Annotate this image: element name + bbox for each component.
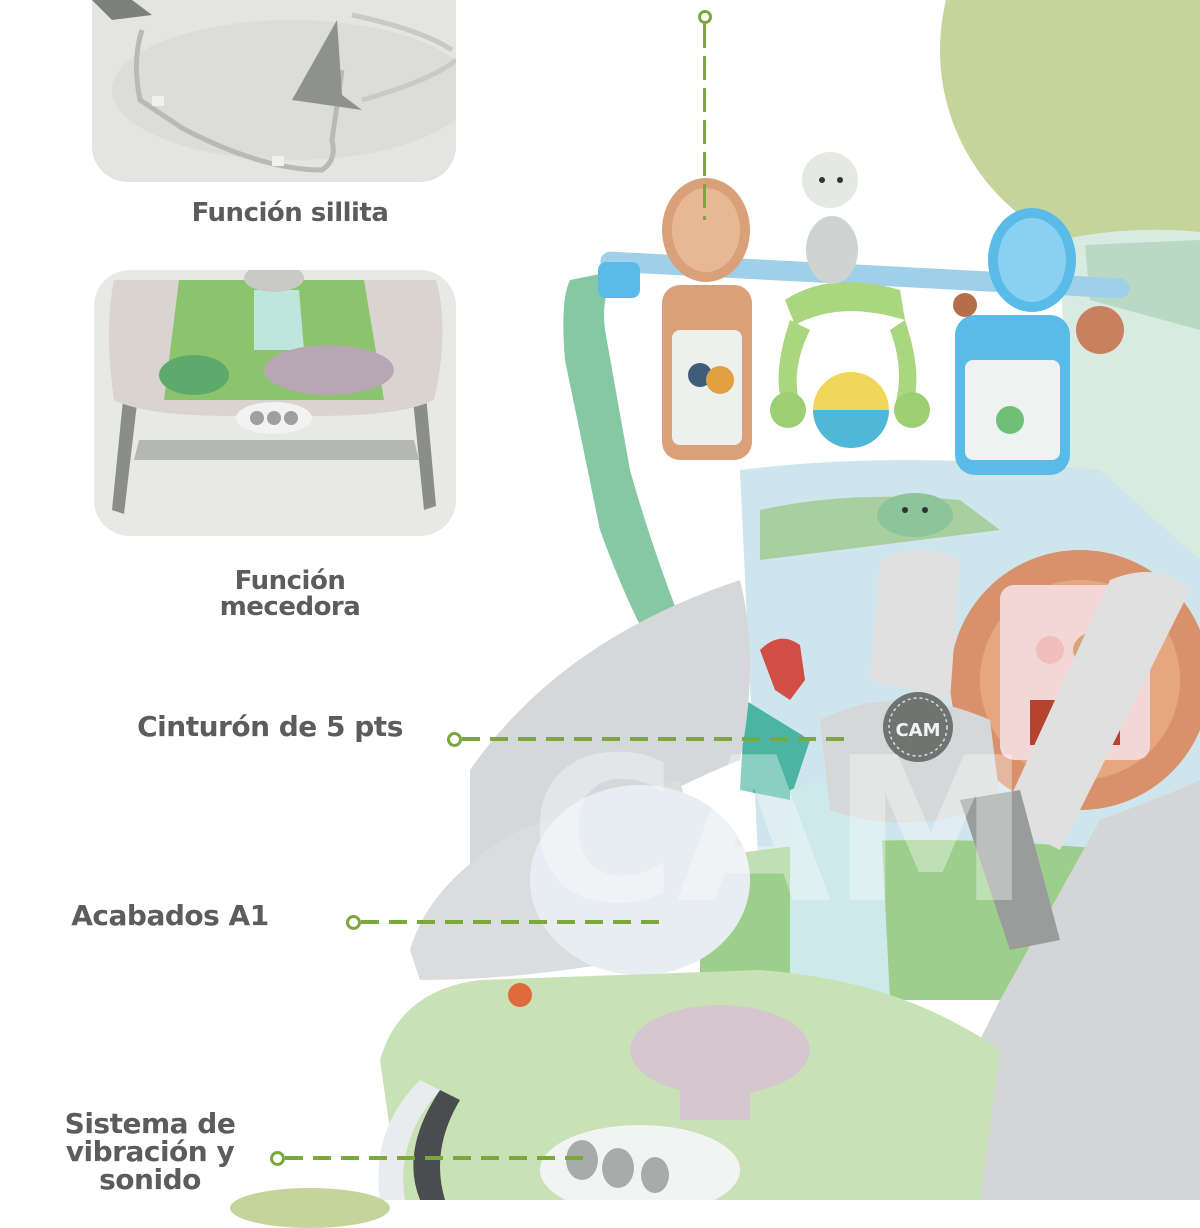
rocker-frame-sillita-illustration	[92, 0, 456, 182]
decorative-green-arc	[230, 1188, 390, 1228]
vibracion-callout-line	[270, 1151, 590, 1166]
callout-dashed-line	[361, 920, 668, 924]
thumbnail-sillita-image	[92, 0, 456, 182]
mecedora-caption-line-2: mecedora	[219, 592, 361, 622]
callout-dashed-line	[462, 737, 847, 741]
brand-badge-text: CAM	[895, 720, 940, 741]
feature-label-acabados: Acabados A1	[71, 899, 269, 932]
watermark-text: CAM	[530, 715, 1031, 948]
feature-label-vibracion: Sistema de vibración y sonido	[50, 1110, 250, 1194]
cinturon-callout-line	[447, 732, 847, 747]
baby-rocker-product-image: CAM CAM	[378, 152, 1200, 1200]
callout-dot-icon	[698, 10, 712, 24]
acabados-callout-line	[346, 915, 668, 930]
callout-dot-icon	[346, 915, 361, 930]
rocker-mecedora-illustration	[94, 270, 456, 536]
callout-dashed-line	[285, 1156, 590, 1160]
feature-label-cinturon: Cinturón de 5 pts	[137, 710, 403, 743]
vibracion-label-line-2: vibración y	[65, 1135, 235, 1168]
callout-dot-icon	[270, 1151, 285, 1166]
thumbnail-sillita-caption: Función sillita	[191, 198, 389, 228]
callout-dot-icon	[447, 732, 462, 747]
vibracion-label-line-3: sonido	[99, 1163, 201, 1196]
thumbnail-mecedora-image	[94, 270, 456, 536]
thumbnail-mecedora-caption: Función mecedora	[150, 568, 430, 620]
vibracion-label-line-1: Sistema de	[64, 1107, 236, 1140]
mecedora-caption-line-1: Función	[234, 566, 346, 596]
toy-bar-callout-line	[698, 10, 712, 220]
callout-dashed-line	[703, 24, 706, 220]
